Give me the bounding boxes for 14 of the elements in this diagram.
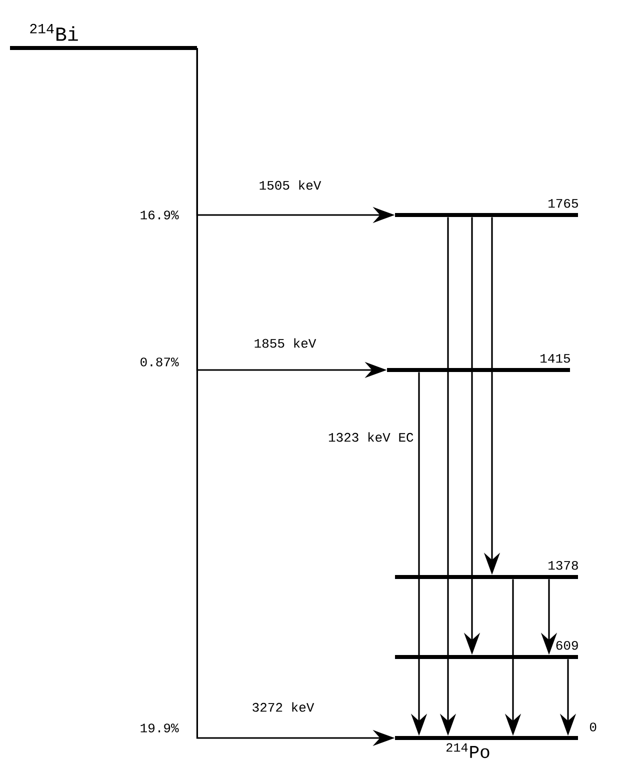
level-energy-label: 1765 [548, 198, 578, 208]
level-energy-label: 0 [590, 722, 596, 732]
nuclide-label: $^{214}$Bi [30, 24, 78, 41]
level-energy-label: 609 [556, 640, 578, 650]
branch-label: 19.9% [140, 724, 179, 732]
level-energy-label: 1378 [548, 560, 578, 570]
nuclide-label: $^{214}$Po [446, 743, 490, 758]
branch-label: 0.87% [140, 358, 179, 366]
level-energy-label: 1415 [540, 354, 570, 363]
branch-label: 16.9% [140, 210, 179, 220]
branch-label: 1323 keV EC [328, 432, 414, 442]
edge-label: 1855 keV [254, 338, 316, 348]
edge-label: 3272 keV [252, 702, 314, 712]
edge-label: 1505 keV [260, 180, 322, 190]
